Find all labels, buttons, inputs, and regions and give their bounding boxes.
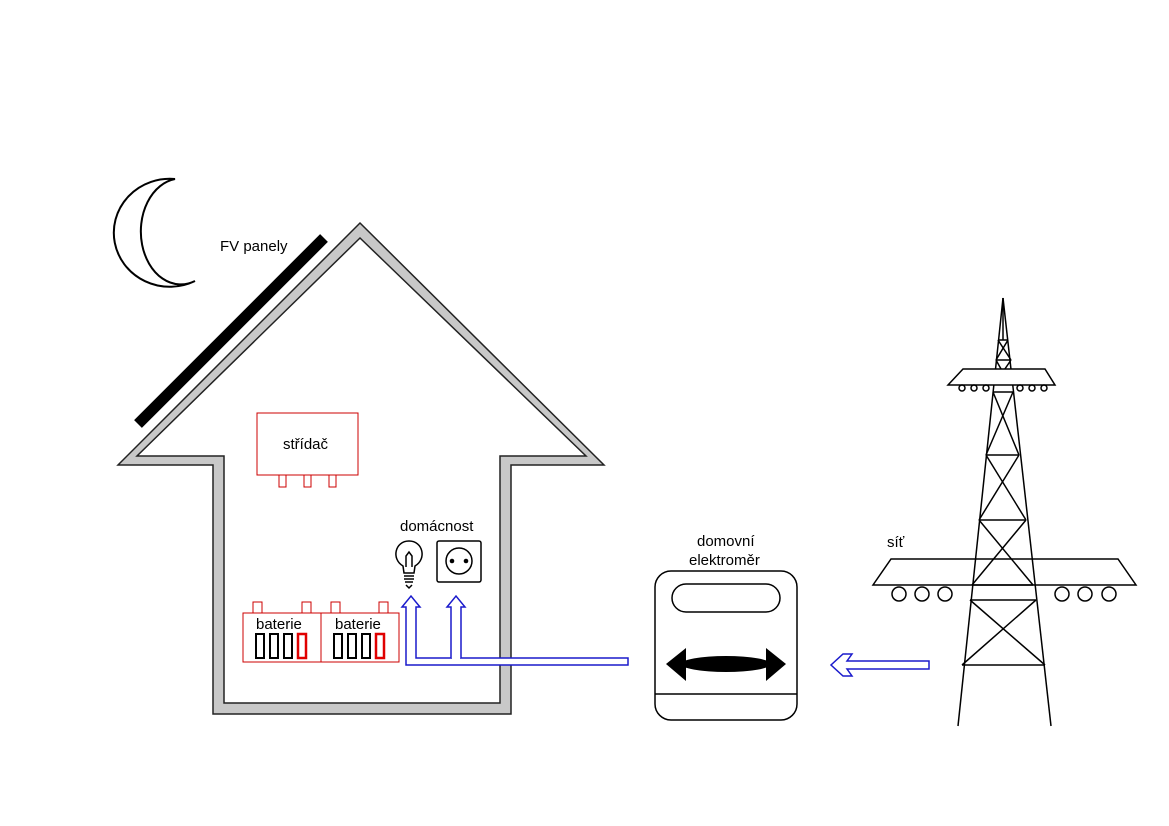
inverter-label: střídač bbox=[283, 436, 329, 453]
power-pylon-icon bbox=[871, 297, 1138, 727]
power-socket-icon bbox=[436, 540, 482, 583]
meter-label-line2: elektroměr bbox=[689, 552, 760, 569]
energy-flow-from-grid bbox=[829, 653, 930, 677]
battery-2-label: baterie bbox=[335, 616, 381, 633]
household-label: domácnost bbox=[400, 518, 474, 535]
grid-label: síť bbox=[887, 534, 905, 551]
moon-icon bbox=[112, 177, 196, 288]
pv-panels-label: FV panely bbox=[220, 238, 288, 255]
pv-panel bbox=[134, 234, 328, 428]
battery-bank: baterie baterie bbox=[242, 601, 400, 663]
light-bulb-icon bbox=[395, 540, 423, 590]
battery-1-label: baterie bbox=[256, 616, 302, 633]
house bbox=[116, 221, 606, 715]
electricity-meter: domovní elektroměr bbox=[654, 533, 798, 721]
inverter: střídač bbox=[256, 412, 359, 488]
meter-label-line1: domovní bbox=[697, 533, 755, 550]
